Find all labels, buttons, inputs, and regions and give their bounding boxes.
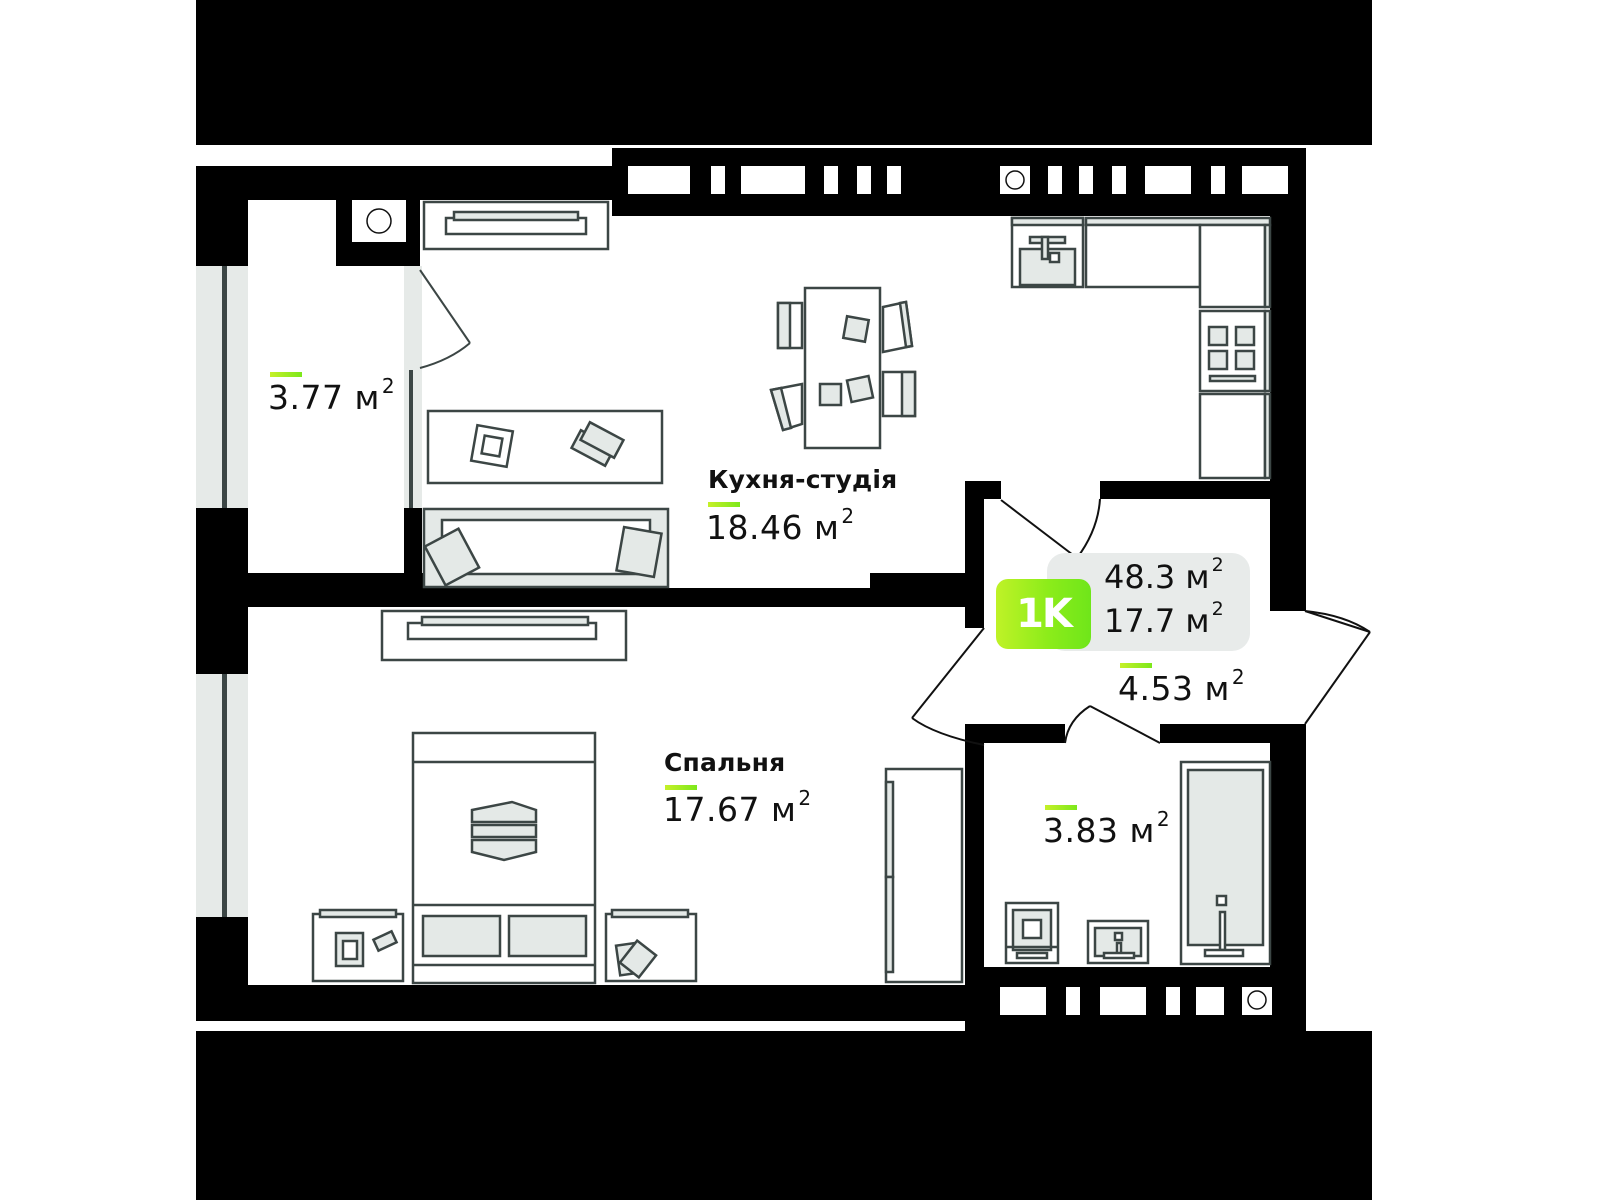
vent-icon-bottom [1247,990,1267,1010]
kitchen-area-marker [708,502,740,507]
bedroom-area-marker [665,785,697,790]
left-windows [196,266,422,917]
bottom-wall-windows [1000,987,1272,1015]
bathroom-area-marker [1045,805,1077,810]
top-band [196,0,1372,145]
vent-icon-top [1005,170,1025,190]
bathroom-fixtures [1004,760,1272,966]
storage-area-marker [270,372,302,377]
hallway-area-marker [1120,663,1152,668]
apartment-type-badge: 1K [996,579,1091,649]
top-wall-windows [628,166,1288,194]
vent-icon-storage [366,208,392,234]
bedroom-furniture [311,609,964,985]
kitchen-furniture [422,200,1272,589]
hallway-doors [911,498,1371,746]
kitchen-studio-name: Кухня-студія [708,465,898,494]
bottom-band [196,1031,1372,1200]
bedroom-name: Спальня [664,748,786,777]
storage-door [419,269,471,369]
